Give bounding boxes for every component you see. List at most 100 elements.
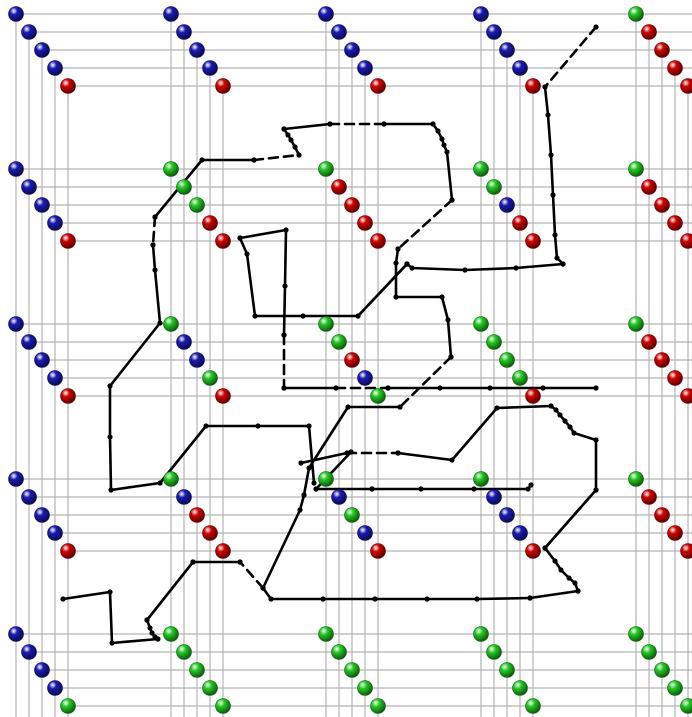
path-node	[255, 423, 260, 428]
sphere-red	[216, 79, 231, 94]
sphere-green	[358, 681, 373, 696]
sphere-red	[642, 25, 657, 40]
sphere-green	[526, 699, 541, 714]
sphere-red	[655, 43, 670, 58]
sphere-red	[345, 198, 360, 213]
sphere-blue	[48, 216, 63, 231]
sphere-blue	[332, 25, 347, 40]
sphere-blue	[22, 335, 37, 350]
sphere-blue	[500, 43, 515, 58]
path-node	[203, 423, 208, 428]
sphere-red	[681, 389, 692, 404]
sphere-green	[190, 663, 205, 678]
path-node	[369, 486, 374, 491]
sphere-red	[655, 198, 670, 213]
path-node	[281, 126, 286, 131]
sphere-blue	[190, 43, 205, 58]
path-node	[107, 434, 112, 439]
sphere-red	[61, 234, 76, 249]
path-node	[155, 636, 160, 641]
sphere-red	[668, 61, 683, 76]
sphere-green	[177, 645, 192, 660]
path-segment	[240, 238, 407, 316]
path-node	[355, 313, 360, 318]
path-node	[283, 227, 288, 232]
path-node	[593, 487, 598, 492]
path-node	[474, 596, 479, 601]
path-node	[252, 313, 257, 318]
sphere-red	[513, 216, 528, 231]
path-node	[348, 449, 353, 454]
path-node	[320, 596, 325, 601]
sphere-blue	[177, 25, 192, 40]
path-node	[593, 437, 598, 442]
path-node	[439, 136, 444, 141]
sphere-red	[216, 544, 231, 559]
path-node	[562, 418, 567, 423]
path-node	[251, 157, 256, 162]
sphere-green	[164, 317, 179, 332]
path-node	[372, 596, 377, 601]
sphere-green	[216, 699, 231, 714]
path-node	[449, 457, 454, 462]
sphere-blue	[35, 508, 50, 523]
path-node	[513, 265, 518, 270]
sphere-blue	[474, 7, 489, 22]
sphere-red	[668, 526, 683, 541]
path-node	[404, 261, 409, 266]
sphere-green	[500, 353, 515, 368]
path-segment-dashed	[545, 27, 596, 87]
path-node	[566, 575, 571, 580]
path-segment-dashed	[400, 357, 451, 407]
sphere-blue	[345, 43, 360, 58]
sphere-red	[61, 79, 76, 94]
sphere-blue	[48, 61, 63, 76]
path-node	[593, 24, 598, 29]
sphere-green	[487, 645, 502, 660]
sphere-green	[487, 180, 502, 195]
path-node	[567, 424, 572, 429]
path-node	[487, 385, 492, 390]
path-node	[237, 559, 242, 564]
sphere-blue	[487, 25, 502, 40]
path-node	[296, 152, 301, 157]
sphere-red	[681, 234, 692, 249]
path-node	[542, 84, 547, 89]
path-node	[444, 149, 449, 154]
path-node	[393, 294, 398, 299]
path-node	[540, 385, 545, 390]
sphere-green	[61, 699, 76, 714]
path-node	[381, 121, 386, 126]
path-node	[109, 640, 114, 645]
sphere-green	[371, 389, 386, 404]
path-node	[157, 480, 162, 485]
sphere-red	[526, 389, 541, 404]
sphere-green	[164, 162, 179, 177]
path-node	[545, 112, 550, 117]
path-node	[395, 450, 400, 455]
sphere-green	[190, 198, 205, 213]
sphere-green	[513, 681, 528, 696]
path-node	[150, 242, 155, 247]
path-node	[445, 317, 450, 322]
path-node	[557, 412, 562, 417]
path-node	[288, 137, 293, 142]
path-node	[572, 580, 577, 585]
sphere-red	[526, 79, 541, 94]
sphere-red	[642, 335, 657, 350]
sphere-green	[345, 663, 360, 678]
sphere-green	[629, 317, 644, 332]
sphere-green	[319, 317, 334, 332]
sphere-blue	[35, 353, 50, 368]
path-node	[60, 596, 65, 601]
path-node	[471, 486, 476, 491]
sphere-red	[358, 216, 373, 231]
sphere-red	[655, 353, 670, 368]
sphere-blue	[203, 61, 218, 76]
path-node	[449, 197, 454, 202]
path-node	[437, 385, 442, 390]
path-node	[558, 567, 563, 572]
path-node	[152, 214, 157, 219]
sphere-red	[371, 234, 386, 249]
